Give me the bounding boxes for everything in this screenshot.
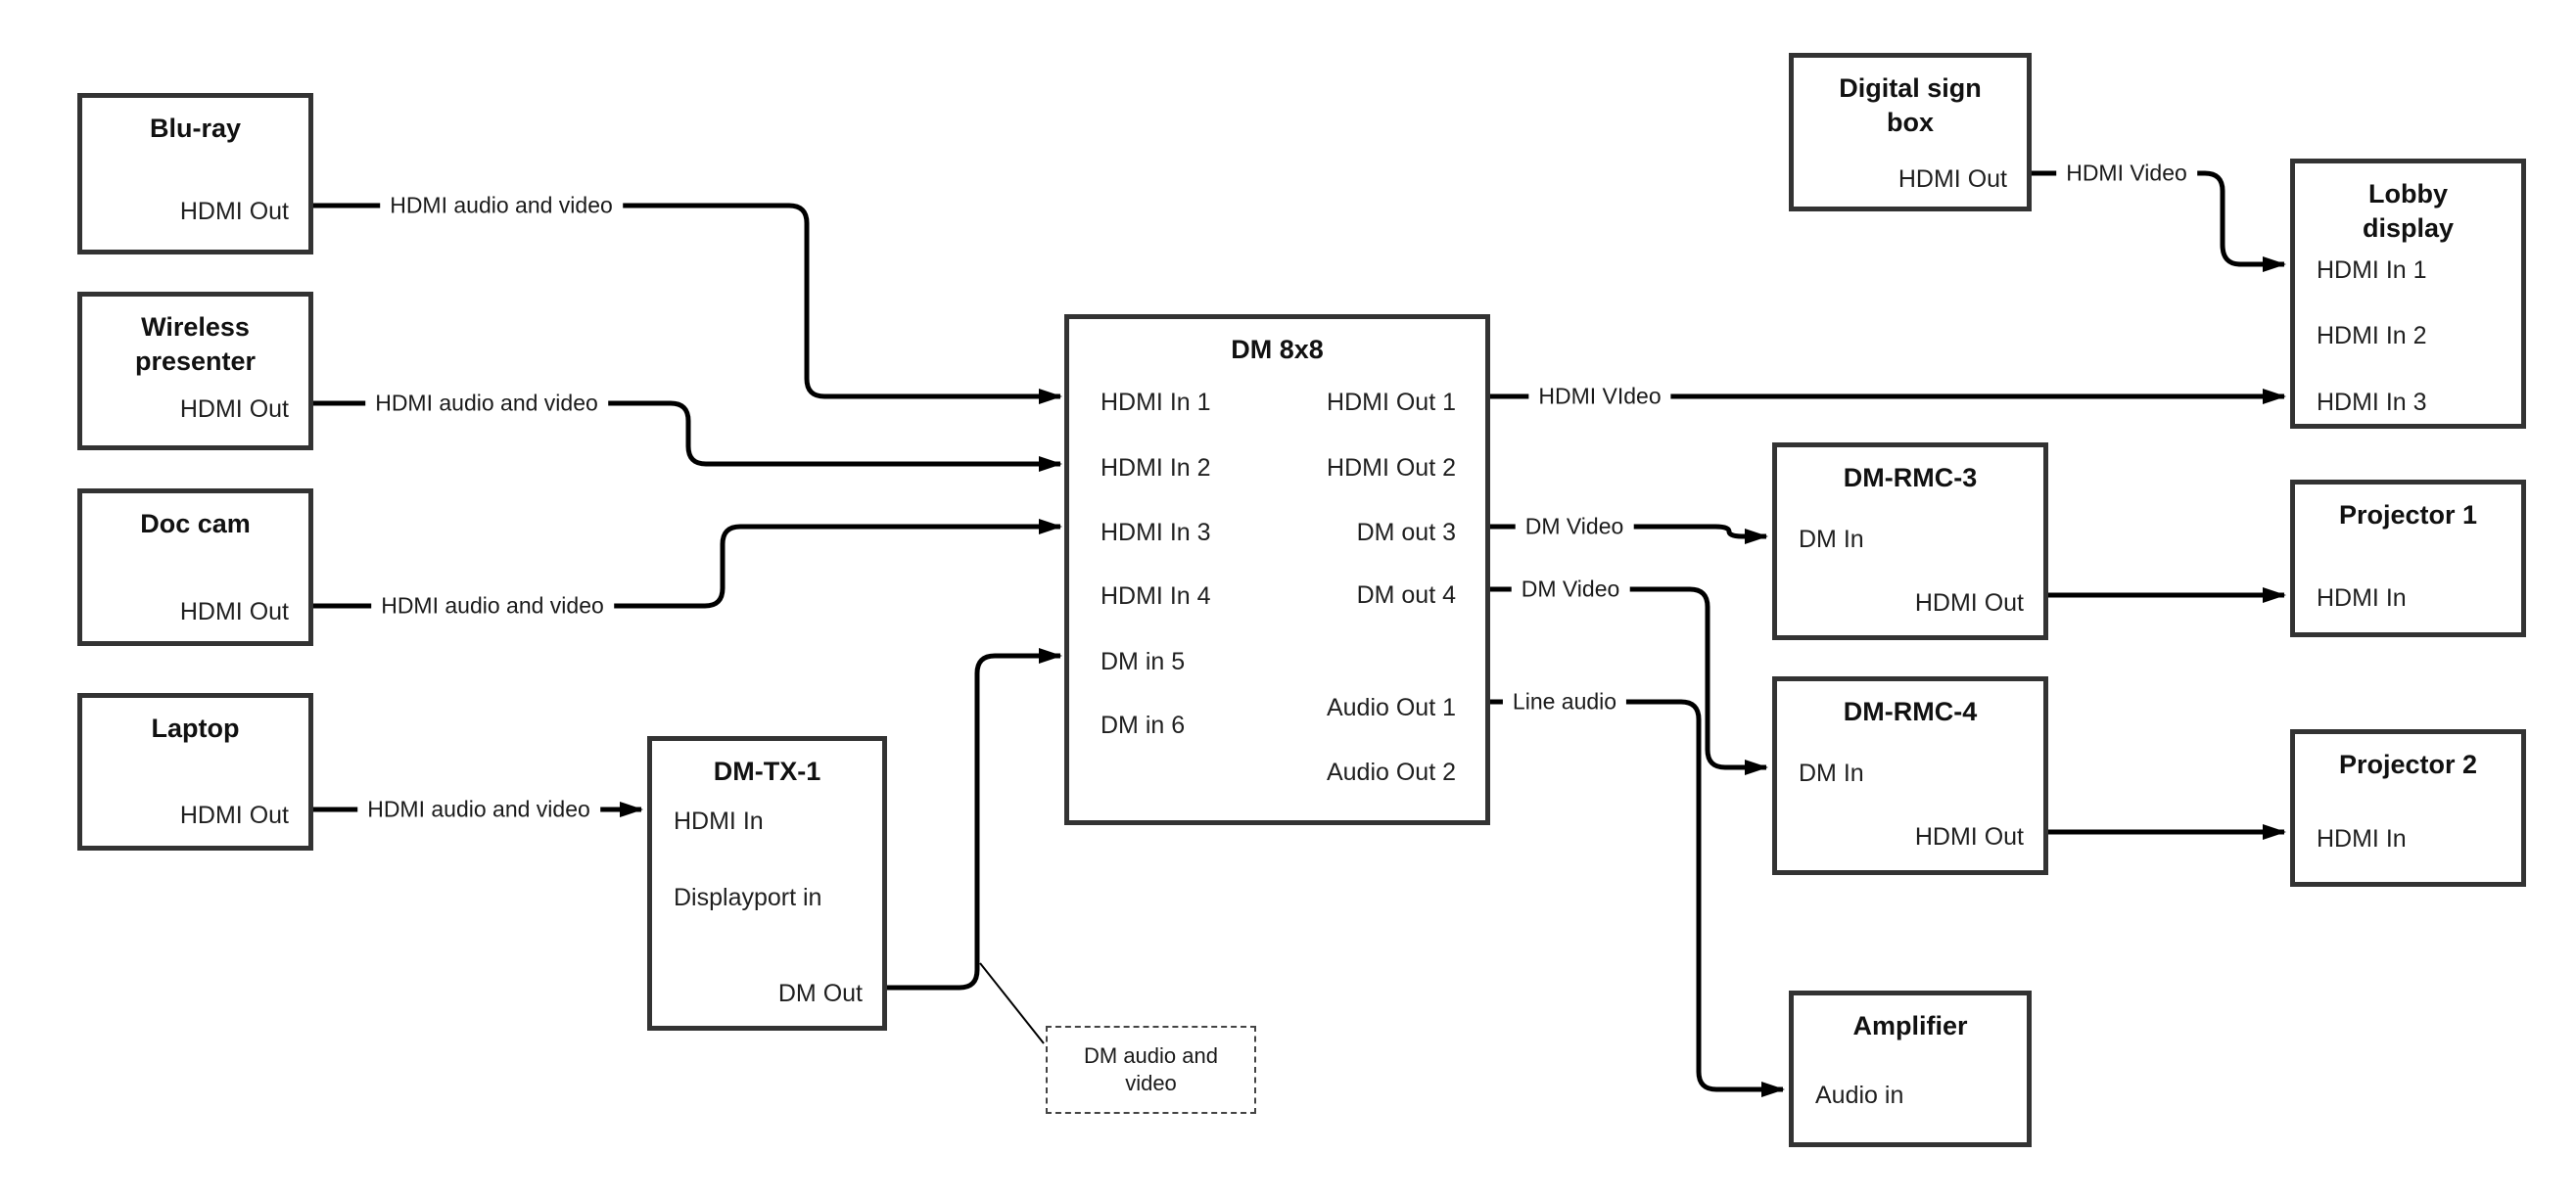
wire-dmtx1-to-dm8x8-in5 (887, 648, 1062, 991)
port-digitalsign-hdmi-out: HDMI Out (1897, 165, 2007, 193)
node-title-dm-rmc-4: DM-RMC-4 (1843, 697, 1978, 726)
node-doc-cam: Doc cam HDMI Out (77, 488, 313, 646)
node-title-wireless-presenter: Wireless presenter (134, 312, 257, 376)
note-text: DM audio and video (1084, 1043, 1218, 1095)
port-bluray-hdmi-out: HDMI Out (179, 198, 289, 225)
port-dm8x8-dm-in-6: DM in 6 (1101, 712, 1186, 739)
port-laptop-hdmi-out: HDMI Out (179, 802, 289, 829)
port-rmc3-hdmi-out: HDMI Out (1914, 589, 2024, 617)
note-leader-line (979, 962, 1045, 1044)
wire-dm8x8-out4-to-rmc4 (1490, 586, 1768, 775)
port-dmtx1-dm-out: DM Out (777, 980, 863, 1007)
wire-dm8x8-out3-to-rmc3 (1490, 524, 1768, 544)
wire-label-bluray: HDMI audio and video (380, 191, 623, 220)
port-amplifier-audio-in: Audio in (1815, 1082, 1904, 1109)
port-projector1-hdmi-in: HDMI In (2317, 584, 2407, 612)
wire-digitalsign-to-lobby-in1 (2032, 170, 2286, 272)
node-digital-sign-box: Digital sign box HDMI Out (1789, 53, 2032, 211)
wire-label-line-audio: Line audio (1502, 687, 1627, 716)
port-doccam-hdmi-out: HDMI Out (179, 598, 289, 625)
node-dm-rmc-3: DM-RMC-3 DM In HDMI Out (1772, 442, 2048, 640)
node-title-bluray: Blu-ray (149, 114, 242, 143)
node-title-projector-2: Projector 2 (2338, 750, 2478, 779)
node-dm-tx-1: DM-TX-1 HDMI In Displayport in DM Out (647, 736, 887, 1031)
node-dm-rmc-4: DM-RMC-4 DM In HDMI Out (1772, 676, 2048, 875)
port-dm8x8-hdmi-in-3: HDMI In 3 (1101, 519, 1211, 546)
node-title-dm-tx-1: DM-TX-1 (713, 757, 821, 786)
node-amplifier: Amplifier Audio in (1789, 991, 2032, 1147)
node-title-digital-sign-box: Digital sign box (1839, 73, 1982, 137)
note-dm-audio-video: DM audio and video (1046, 1026, 1256, 1114)
port-dmtx1-hdmi-in: HDMI In (674, 808, 764, 835)
wire-label-doccam: HDMI audio and video (371, 591, 614, 621)
node-title-dm-rmc-3: DM-RMC-3 (1843, 463, 1978, 492)
node-bluray: Blu-ray HDMI Out (77, 93, 313, 254)
node-dm-8x8: DM 8x8 HDMI In 1 HDMI In 2 HDMI In 3 HDM… (1064, 314, 1490, 825)
port-rmc3-dm-in: DM In (1799, 526, 1864, 553)
port-lobby-hdmi-in-2: HDMI In 2 (2317, 322, 2427, 349)
wire-label-dm-video-out4: DM Video (1511, 575, 1630, 604)
port-dmtx1-displayport-in: Displayport in (674, 884, 822, 911)
port-rmc4-dm-in: DM In (1799, 760, 1864, 787)
node-wireless-presenter: Wireless presenter HDMI Out (77, 292, 313, 450)
port-dm8x8-dm-out-4: DM out 4 (1356, 581, 1456, 609)
wire-label-laptop: HDMI audio and video (357, 795, 600, 824)
port-dm8x8-audio-out-2: Audio Out 2 (1326, 759, 1456, 786)
node-projector-1: Projector 1 HDMI In (2290, 480, 2526, 637)
node-lobby-display: Lobby display HDMI In 1 HDMI In 2 HDMI I… (2290, 159, 2526, 429)
wire-label-wireless: HDMI audio and video (365, 389, 608, 418)
port-dm8x8-dm-in-5: DM in 5 (1101, 648, 1186, 675)
port-dm8x8-hdmi-out-1: HDMI Out 1 (1327, 389, 1456, 416)
node-title-laptop: Laptop (151, 714, 240, 743)
node-title-doc-cam: Doc cam (140, 509, 251, 538)
wire-audioout1-to-amplifier (1490, 699, 1785, 1097)
wire-label-digital-sign: HDMI Video (2056, 159, 2197, 188)
port-dm8x8-dm-out-3: DM out 3 (1356, 519, 1456, 546)
wire-wireless-to-dm8x8-in2 (313, 400, 1062, 472)
port-wireless-hdmi-out: HDMI Out (179, 395, 289, 423)
wire-label-dm-video-out3: DM Video (1515, 512, 1634, 541)
wire-bluray-to-dm8x8-in1 (313, 203, 1062, 404)
node-title-lobby-display: Lobby display (2362, 179, 2455, 243)
port-dm8x8-hdmi-in-1: HDMI In 1 (1101, 389, 1211, 416)
port-lobby-hdmi-in-3: HDMI In 3 (2317, 389, 2427, 416)
port-dm8x8-hdmi-in-4: HDMI In 4 (1101, 582, 1211, 610)
wire-doccam-to-dm8x8-in3 (313, 519, 1062, 609)
port-rmc4-hdmi-out: HDMI Out (1914, 823, 2024, 851)
node-title-projector-1: Projector 1 (2338, 500, 2478, 530)
port-dm8x8-hdmi-in-2: HDMI In 2 (1101, 454, 1211, 482)
port-dm8x8-audio-out-1: Audio Out 1 (1326, 694, 1456, 721)
node-title-amplifier: Amplifier (1852, 1011, 1968, 1040)
port-dm8x8-hdmi-out-2: HDMI Out 2 (1327, 454, 1456, 482)
port-lobby-hdmi-in-1: HDMI In 1 (2317, 256, 2427, 284)
node-title-dm-8x8: DM 8x8 (1231, 335, 1324, 364)
node-projector-2: Projector 2 HDMI In (2290, 729, 2526, 887)
port-projector2-hdmi-in: HDMI In (2317, 825, 2407, 853)
node-laptop: Laptop HDMI Out (77, 693, 313, 851)
wire-label-hdmi-video-out1: HDMI VIdeo (1528, 382, 1671, 411)
